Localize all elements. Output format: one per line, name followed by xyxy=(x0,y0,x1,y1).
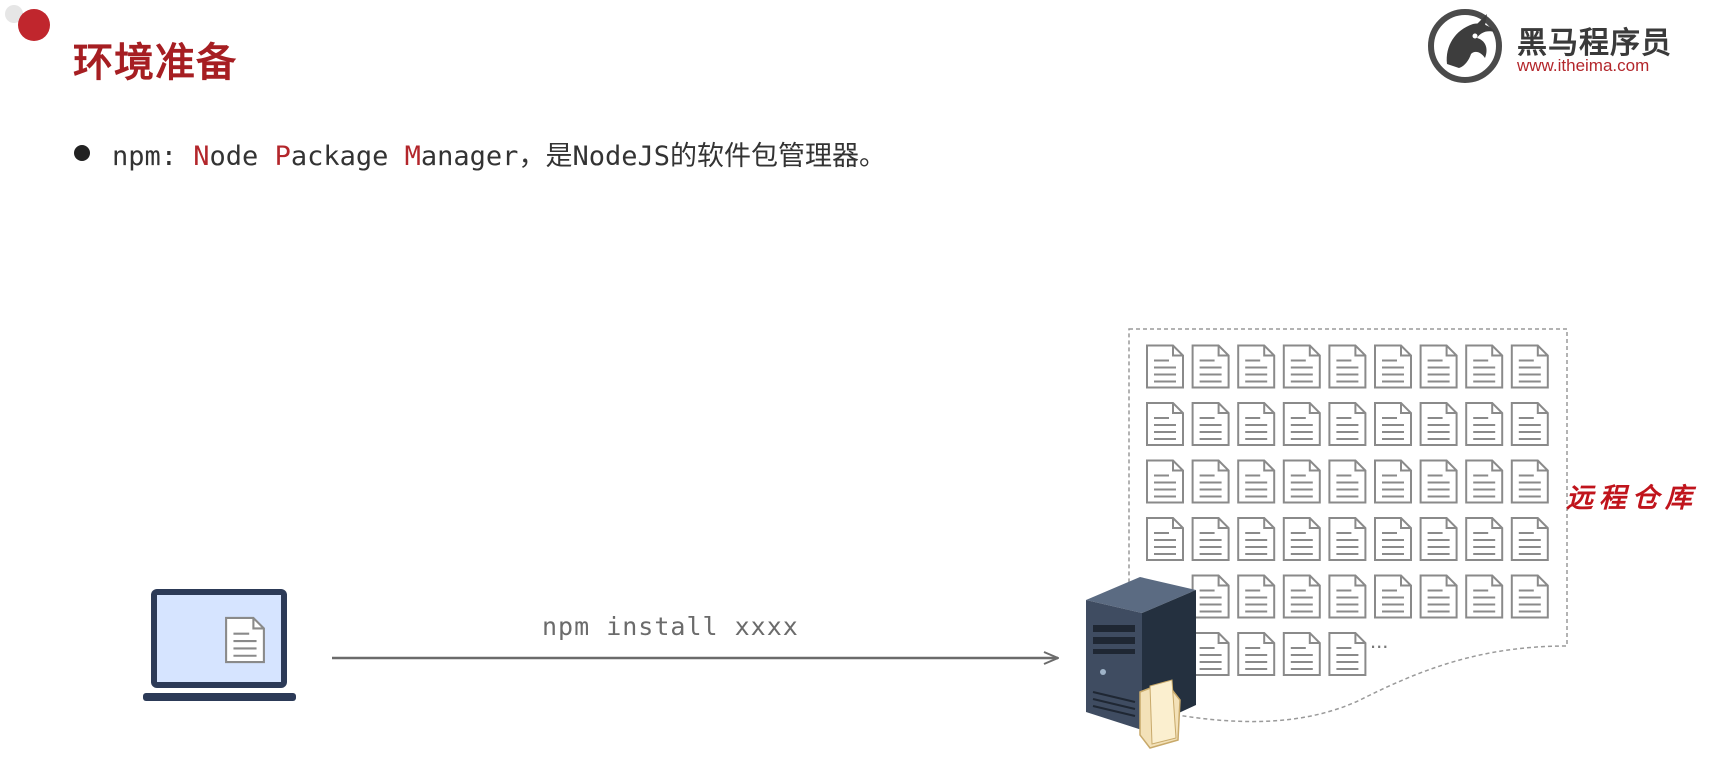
package-document-icon xyxy=(1328,459,1367,504)
package-document-icon xyxy=(1419,516,1458,562)
package-document-icon xyxy=(1282,344,1321,389)
package-document-icon xyxy=(1510,401,1549,447)
package-document-icon xyxy=(1145,401,1185,447)
brand-logo: 黑马程序员 www.itheima.com xyxy=(1425,6,1685,86)
package-document-icon xyxy=(1465,516,1504,562)
decor-dot-red xyxy=(18,9,50,41)
package-document-icon xyxy=(1328,574,1367,619)
repository-frame xyxy=(1128,328,1568,723)
package-document-icon xyxy=(1510,459,1549,504)
horse-head-logo-icon xyxy=(1428,9,1502,83)
package-document-icon xyxy=(1191,631,1230,677)
package-document-icon xyxy=(1465,459,1504,504)
highlight-m: M xyxy=(404,141,421,172)
package-document-icon xyxy=(1328,631,1367,677)
package-document-icon xyxy=(1282,574,1321,619)
package-document-icon xyxy=(1282,459,1321,504)
bullet-npm-definition: npm: Node Package Manager，是NodeJS的软件包管理器… xyxy=(74,134,886,173)
install-command: npm install xxxx xyxy=(542,612,799,641)
package-document-icon xyxy=(1465,401,1504,447)
package-document-icon xyxy=(1328,401,1367,447)
laptop-document-icon xyxy=(225,616,265,664)
package-document-icon xyxy=(1373,459,1413,504)
bullet-suffix: ，是NodeJS的软件包管理器。 xyxy=(518,141,886,172)
package-document-icon xyxy=(1510,344,1549,389)
package-document-icon xyxy=(1145,459,1185,504)
package-document-icon xyxy=(1237,459,1276,504)
bullet-prefix: npm: xyxy=(112,141,194,172)
slide-title: 环境准备 xyxy=(73,40,237,86)
package-document-icon xyxy=(1237,344,1276,389)
more-packages-ellipsis: ... xyxy=(1370,628,1389,653)
word-manager-rest: anager xyxy=(420,141,519,172)
logo-brand-name: 黑马程序员 xyxy=(1517,26,1672,61)
word-node-rest: ode xyxy=(209,141,275,172)
package-document-icon xyxy=(1145,516,1185,562)
package-document-icon xyxy=(1328,516,1367,562)
package-document-icon xyxy=(1237,401,1276,447)
package-document-icon xyxy=(1191,574,1230,619)
package-document-icon xyxy=(1510,516,1549,562)
package-document-icon xyxy=(1191,516,1230,562)
package-document-icon xyxy=(1237,516,1276,562)
remote-repository-label: 远程仓库 xyxy=(1566,483,1698,514)
bullet-dot-icon xyxy=(74,145,90,161)
highlight-n: N xyxy=(193,141,210,172)
package-document-icon xyxy=(1373,344,1413,389)
laptop-icon xyxy=(143,589,296,701)
package-document-icon xyxy=(1510,574,1549,619)
package-document-icon xyxy=(1419,459,1458,504)
package-document-icon xyxy=(1145,344,1185,389)
package-document-icon xyxy=(1282,401,1321,447)
package-document-icon xyxy=(1191,401,1230,447)
package-document-icon xyxy=(1419,574,1458,619)
package-document-icon xyxy=(1465,344,1504,389)
package-document-icon xyxy=(1191,344,1230,389)
package-document-icon xyxy=(1419,344,1458,389)
logo-url: www.itheima.com xyxy=(1517,56,1650,75)
folder-icon xyxy=(1139,679,1181,749)
package-document-icon xyxy=(1373,516,1413,562)
word-package-rest: ackage xyxy=(290,141,405,172)
package-document-icon xyxy=(1328,344,1367,389)
package-document-icon xyxy=(1373,574,1413,619)
package-document-icon xyxy=(1282,631,1321,677)
package-grid xyxy=(1145,344,1549,677)
highlight-p: P xyxy=(274,141,291,172)
package-document-icon xyxy=(1373,401,1413,447)
package-document-icon xyxy=(1237,574,1276,619)
package-document-icon xyxy=(1191,459,1230,504)
package-document-icon xyxy=(1237,631,1276,677)
package-document-icon xyxy=(1465,574,1504,619)
package-document-icon xyxy=(1419,401,1458,447)
package-document-icon xyxy=(1282,516,1321,562)
